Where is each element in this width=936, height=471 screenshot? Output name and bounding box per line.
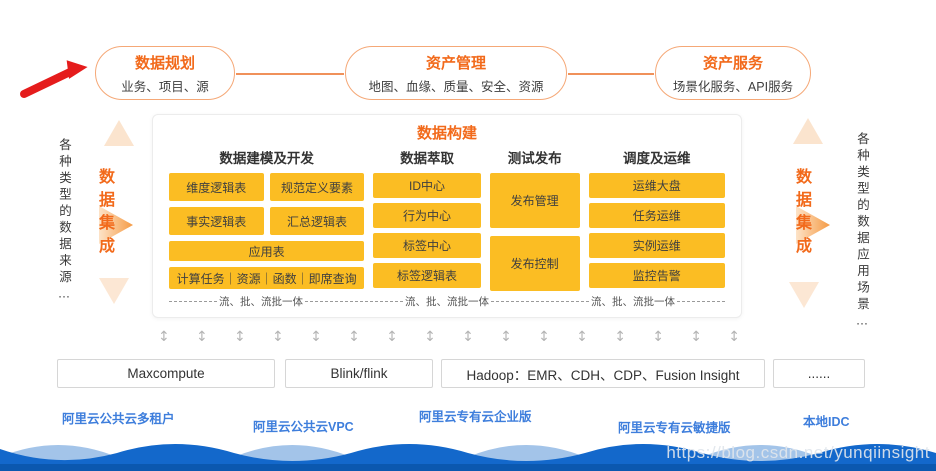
engine-maxcompute: Maxcompute bbox=[57, 359, 275, 388]
updown-arrow-icon: ↕ bbox=[386, 329, 398, 345]
updown-arrow-icon: ↕ bbox=[462, 329, 474, 345]
updown-arrow-icon: ↕ bbox=[728, 329, 740, 345]
watermark-url: https://blog.csdn.net/yunqiinsight bbox=[666, 443, 930, 462]
updown-arrow-icon: ↕ bbox=[272, 329, 284, 345]
stage-asset-management: 资产管理 地图、血缘、质量、安全、资源 bbox=[345, 46, 567, 100]
deployment-public-vpc: 阿里云公共云VPC bbox=[253, 420, 354, 434]
engine-others: ...... bbox=[773, 359, 865, 388]
data-build-panel: 数据构建 数据建模及开发 维度逻辑表 规范定义要素 事实逻辑表 汇总逻辑表 应用… bbox=[152, 114, 742, 318]
stream-batch-note: 流、批、流批一体 bbox=[541, 294, 725, 309]
module-cell: 事实逻辑表 bbox=[169, 207, 264, 235]
column-header: 数据萃取 bbox=[400, 151, 455, 166]
decor-triangle-icon bbox=[789, 282, 819, 308]
panel-title: 数据构建 bbox=[416, 125, 477, 142]
column-test-publish: 测试发布 发布管理 发布控制 bbox=[489, 147, 580, 299]
updown-arrow-icon: ↕ bbox=[538, 329, 550, 345]
module-cell: 维度逻辑表 bbox=[169, 173, 264, 201]
updown-arrow-icon: ↕ bbox=[690, 329, 702, 345]
red-annotation-arrow-icon bbox=[20, 60, 88, 98]
module-cell: 计算任务｜资源｜函数｜即席查询 bbox=[169, 267, 365, 289]
module-cell: 应用表 bbox=[169, 241, 365, 261]
stream-batch-note: 流、批、流批一体 bbox=[169, 294, 353, 309]
stream-batch-note-row: 流、批、流批一体 流、批、流批一体 流、批、流批一体 bbox=[169, 294, 725, 309]
module-cell: 发布控制 bbox=[489, 236, 580, 291]
module-cell: 行为中心 bbox=[373, 203, 481, 228]
updown-arrow-icon: ↕ bbox=[348, 329, 360, 345]
column-modeling-dev: 数据建模及开发 维度逻辑表 规范定义要素 事实逻辑表 汇总逻辑表 应用表 计算任… bbox=[169, 147, 365, 299]
stage-title: 数据规划 bbox=[134, 54, 195, 72]
data-applications-label: 各种类型的数据应用场景… bbox=[855, 132, 869, 332]
column-scheduling-ops: 调度及运维 运维大盘 任务运维 实例运维 监控告警 bbox=[588, 147, 725, 299]
column-header: 数据建模及开发 bbox=[219, 151, 314, 166]
module-cell: 运维大盘 bbox=[588, 173, 725, 198]
flow-connector-line bbox=[568, 73, 654, 75]
updown-arrow-icon: ↕ bbox=[158, 329, 170, 345]
stage-asset-services: 资产服务 场景化服务、API服务 bbox=[655, 46, 811, 100]
stage-subtitle: 地图、血缘、质量、安全、资源 bbox=[368, 79, 544, 94]
module-cell: 实例运维 bbox=[588, 233, 725, 258]
module-cell: 标签中心 bbox=[373, 233, 481, 258]
stage-subtitle: 业务、项目、源 bbox=[121, 79, 209, 94]
data-sources-label: 各种类型的数据来源… bbox=[57, 138, 71, 305]
updown-arrow-icon: ↕ bbox=[310, 329, 322, 345]
updown-arrow-icon: ↕ bbox=[576, 329, 588, 345]
deployment-local-idc: 本地IDC bbox=[803, 415, 850, 429]
module-cell: 任务运维 bbox=[588, 203, 725, 228]
decor-triangle-icon bbox=[104, 120, 134, 146]
column-header: 测试发布 bbox=[507, 151, 562, 166]
updown-arrow-icon: ↕ bbox=[234, 329, 246, 345]
flow-connector-line bbox=[236, 73, 344, 75]
updown-arrow-icon: ↕ bbox=[500, 329, 512, 345]
data-integration-label-right: 数据集成 bbox=[793, 168, 810, 260]
engine-blink-flink: Blink/flink bbox=[285, 359, 433, 388]
decor-triangle-icon bbox=[793, 118, 823, 144]
stage-subtitle: 场景化服务、API服务 bbox=[672, 79, 794, 94]
data-integration-label-left: 数据集成 bbox=[96, 168, 113, 260]
module-cell: ID中心 bbox=[373, 173, 481, 198]
module-cell: 监控告警 bbox=[588, 263, 725, 288]
updown-arrow-icon: ↕ bbox=[196, 329, 208, 345]
column-data-extraction: 数据萃取 ID中心 行为中心 标签中心 标签逻辑表 bbox=[373, 147, 481, 299]
sync-arrows-row: ↕ ↕ ↕ ↕ ↕ ↕ ↕ ↕ ↕ ↕ ↕ ↕ ↕ ↕ ↕ ↕ bbox=[158, 326, 740, 348]
module-cell: 汇总逻辑表 bbox=[269, 207, 365, 235]
module-cell: 标签逻辑表 bbox=[373, 263, 481, 288]
stream-batch-note: 流、批、流批一体 bbox=[355, 294, 539, 309]
deployment-public-multitenant: 阿里云公共云多租户 bbox=[62, 412, 175, 426]
stage-data-planning: 数据规划 业务、项目、源 bbox=[95, 46, 235, 100]
stage-title: 资产服务 bbox=[702, 54, 763, 72]
updown-arrow-icon: ↕ bbox=[652, 329, 664, 345]
deployment-apsara-agile: 阿里云专有云敏捷版 bbox=[618, 421, 731, 435]
deployment-apsara-enterprise: 阿里云专有云企业版 bbox=[419, 410, 532, 424]
engine-hadoop: Hadoop：EMR、CDH、CDP、Fusion Insight bbox=[441, 359, 765, 388]
stage-title: 资产管理 bbox=[425, 54, 486, 72]
module-cell: 发布管理 bbox=[489, 173, 580, 228]
wave-decoration bbox=[0, 444, 936, 471]
column-header: 调度及运维 bbox=[623, 151, 691, 166]
updown-arrow-icon: ↕ bbox=[424, 329, 436, 345]
module-cell: 规范定义要素 bbox=[269, 173, 365, 201]
updown-arrow-icon: ↕ bbox=[614, 329, 626, 345]
decor-triangle-icon bbox=[99, 278, 129, 304]
